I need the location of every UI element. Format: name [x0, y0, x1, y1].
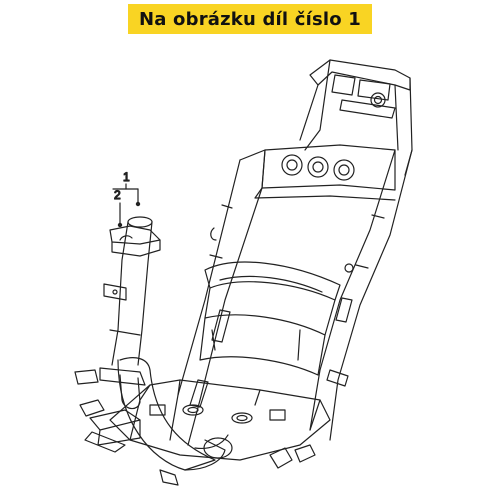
floor-cradle: [84, 379, 331, 469]
callout-1-dot: [135, 201, 141, 207]
central-box: [199, 261, 341, 376]
front-down-tube: [117, 357, 233, 486]
header-banner: Na obrázku díl číslo 1: [128, 4, 372, 34]
callout-number-1: 1: [123, 170, 130, 184]
callout-2-dot: [117, 222, 123, 228]
right-main-rail: [309, 149, 413, 441]
callout-number-2: 2: [114, 188, 121, 202]
left-main-rail: [169, 149, 266, 446]
header-title: Na obrázku díl číslo 1: [138, 8, 362, 30]
callout-group: 1 2: [112, 169, 141, 228]
steering-head-tube: [74, 216, 161, 417]
crossbar: [254, 144, 396, 201]
